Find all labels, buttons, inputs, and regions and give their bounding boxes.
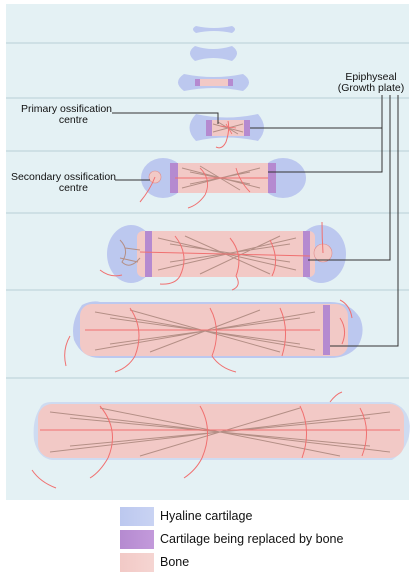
- cartilage-replaced-swatch: [120, 530, 154, 549]
- legend-label: Bone: [160, 555, 189, 569]
- stage-7-adolescent-bone: [65, 300, 363, 372]
- secondary-ossification-label: Secondary ossification centre: [6, 172, 116, 194]
- stage-3-bone-collar: [178, 74, 249, 91]
- stage-8-mature-bone: [32, 392, 410, 488]
- epiphyseal-label-line2: (Growth plate): [330, 83, 412, 94]
- legend-item: Cartilage being replaced by bone: [120, 528, 410, 550]
- primary-ossification-label: Primary ossification centre: [8, 104, 112, 126]
- stage-1-cartilage-model: [193, 26, 235, 33]
- legend: Hyaline cartilage Cartilage being replac…: [120, 505, 410, 574]
- legend-item: Bone: [120, 551, 410, 573]
- stage-6-growing-bone: [100, 222, 346, 290]
- epiphyseal-label: Epiphyseal (Growth plate): [330, 72, 412, 94]
- primary-label-line2: centre: [8, 115, 88, 126]
- legend-item: Hyaline cartilage: [120, 505, 410, 527]
- legend-label: Hyaline cartilage: [160, 509, 252, 523]
- secondary-label-line2: centre: [6, 183, 88, 194]
- legend-label: Cartilage being replaced by bone: [160, 532, 343, 546]
- stage-5-secondary-ossification: [140, 158, 306, 208]
- hyaline-cartilage-swatch: [120, 507, 154, 526]
- stage-4-primary-ossification: [190, 114, 265, 148]
- stage-2-cartilage-model: [190, 46, 237, 61]
- bone-swatch: [120, 553, 154, 572]
